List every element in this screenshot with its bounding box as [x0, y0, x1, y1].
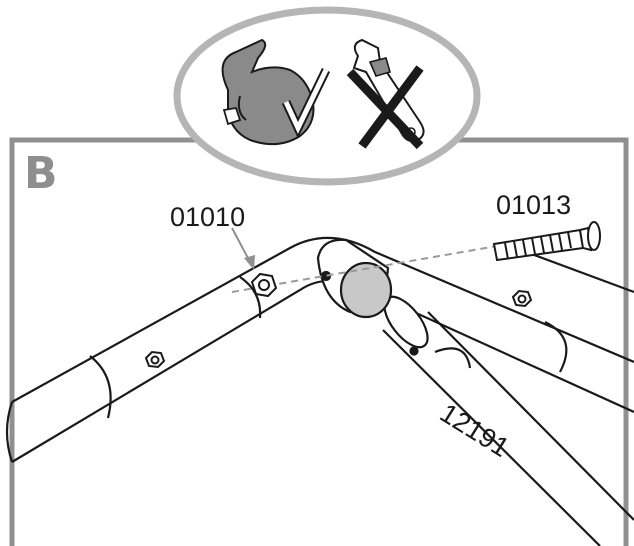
label-tube: 12191	[435, 398, 515, 463]
tube-12191	[382, 295, 634, 546]
label-bolt: 01013	[496, 190, 571, 220]
label-nut: 01010	[170, 202, 245, 232]
hand-tighten-icon	[221, 38, 331, 146]
nut-label-arrow	[231, 227, 255, 270]
bolt-01013	[492, 221, 601, 262]
step-letter: B	[24, 148, 58, 199]
connector-open-end	[339, 261, 393, 319]
instruction-oval	[173, 6, 481, 186]
sleeve-nut-left	[144, 350, 166, 369]
sleeve-nut-right	[511, 289, 533, 308]
nut-01010	[250, 272, 278, 298]
alignment-line	[231, 245, 498, 293]
junction-connector	[316, 238, 393, 319]
wrench-crossed-icon	[346, 38, 425, 150]
